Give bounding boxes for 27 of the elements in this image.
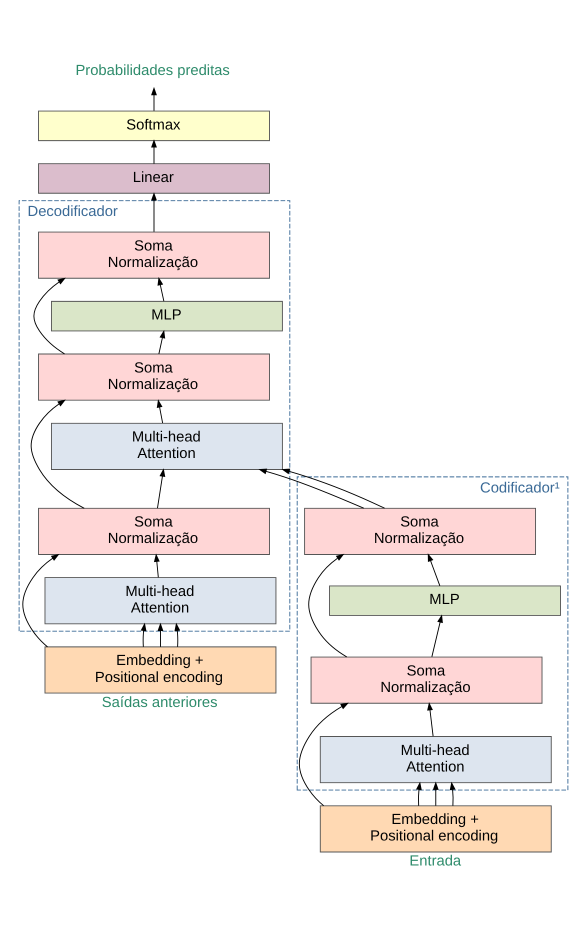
arrow [158,330,166,354]
arrow [416,782,422,806]
arrow [30,400,85,509]
arrow [432,782,439,806]
arrow [431,614,443,658]
arrow [258,468,364,509]
node-text: Probabilidades preditas [75,62,230,79]
arrow [33,278,66,354]
arrow [154,554,160,578]
arrow [174,622,180,648]
arrow [281,468,386,509]
arrow [151,86,157,112]
arrow [298,702,349,806]
node-label: Entrada [409,854,462,870]
arrow [427,702,434,737]
arrow [151,192,157,232]
arrow [22,554,60,648]
arrow [158,276,164,302]
arrow [450,782,456,806]
arrow [428,553,440,586]
arrow [151,139,157,164]
node-label: Saídas anteriores [102,694,218,711]
arrow [158,622,164,648]
arrow [156,399,164,424]
arrow [308,554,348,658]
arrow [140,622,146,648]
arrow [157,468,166,509]
